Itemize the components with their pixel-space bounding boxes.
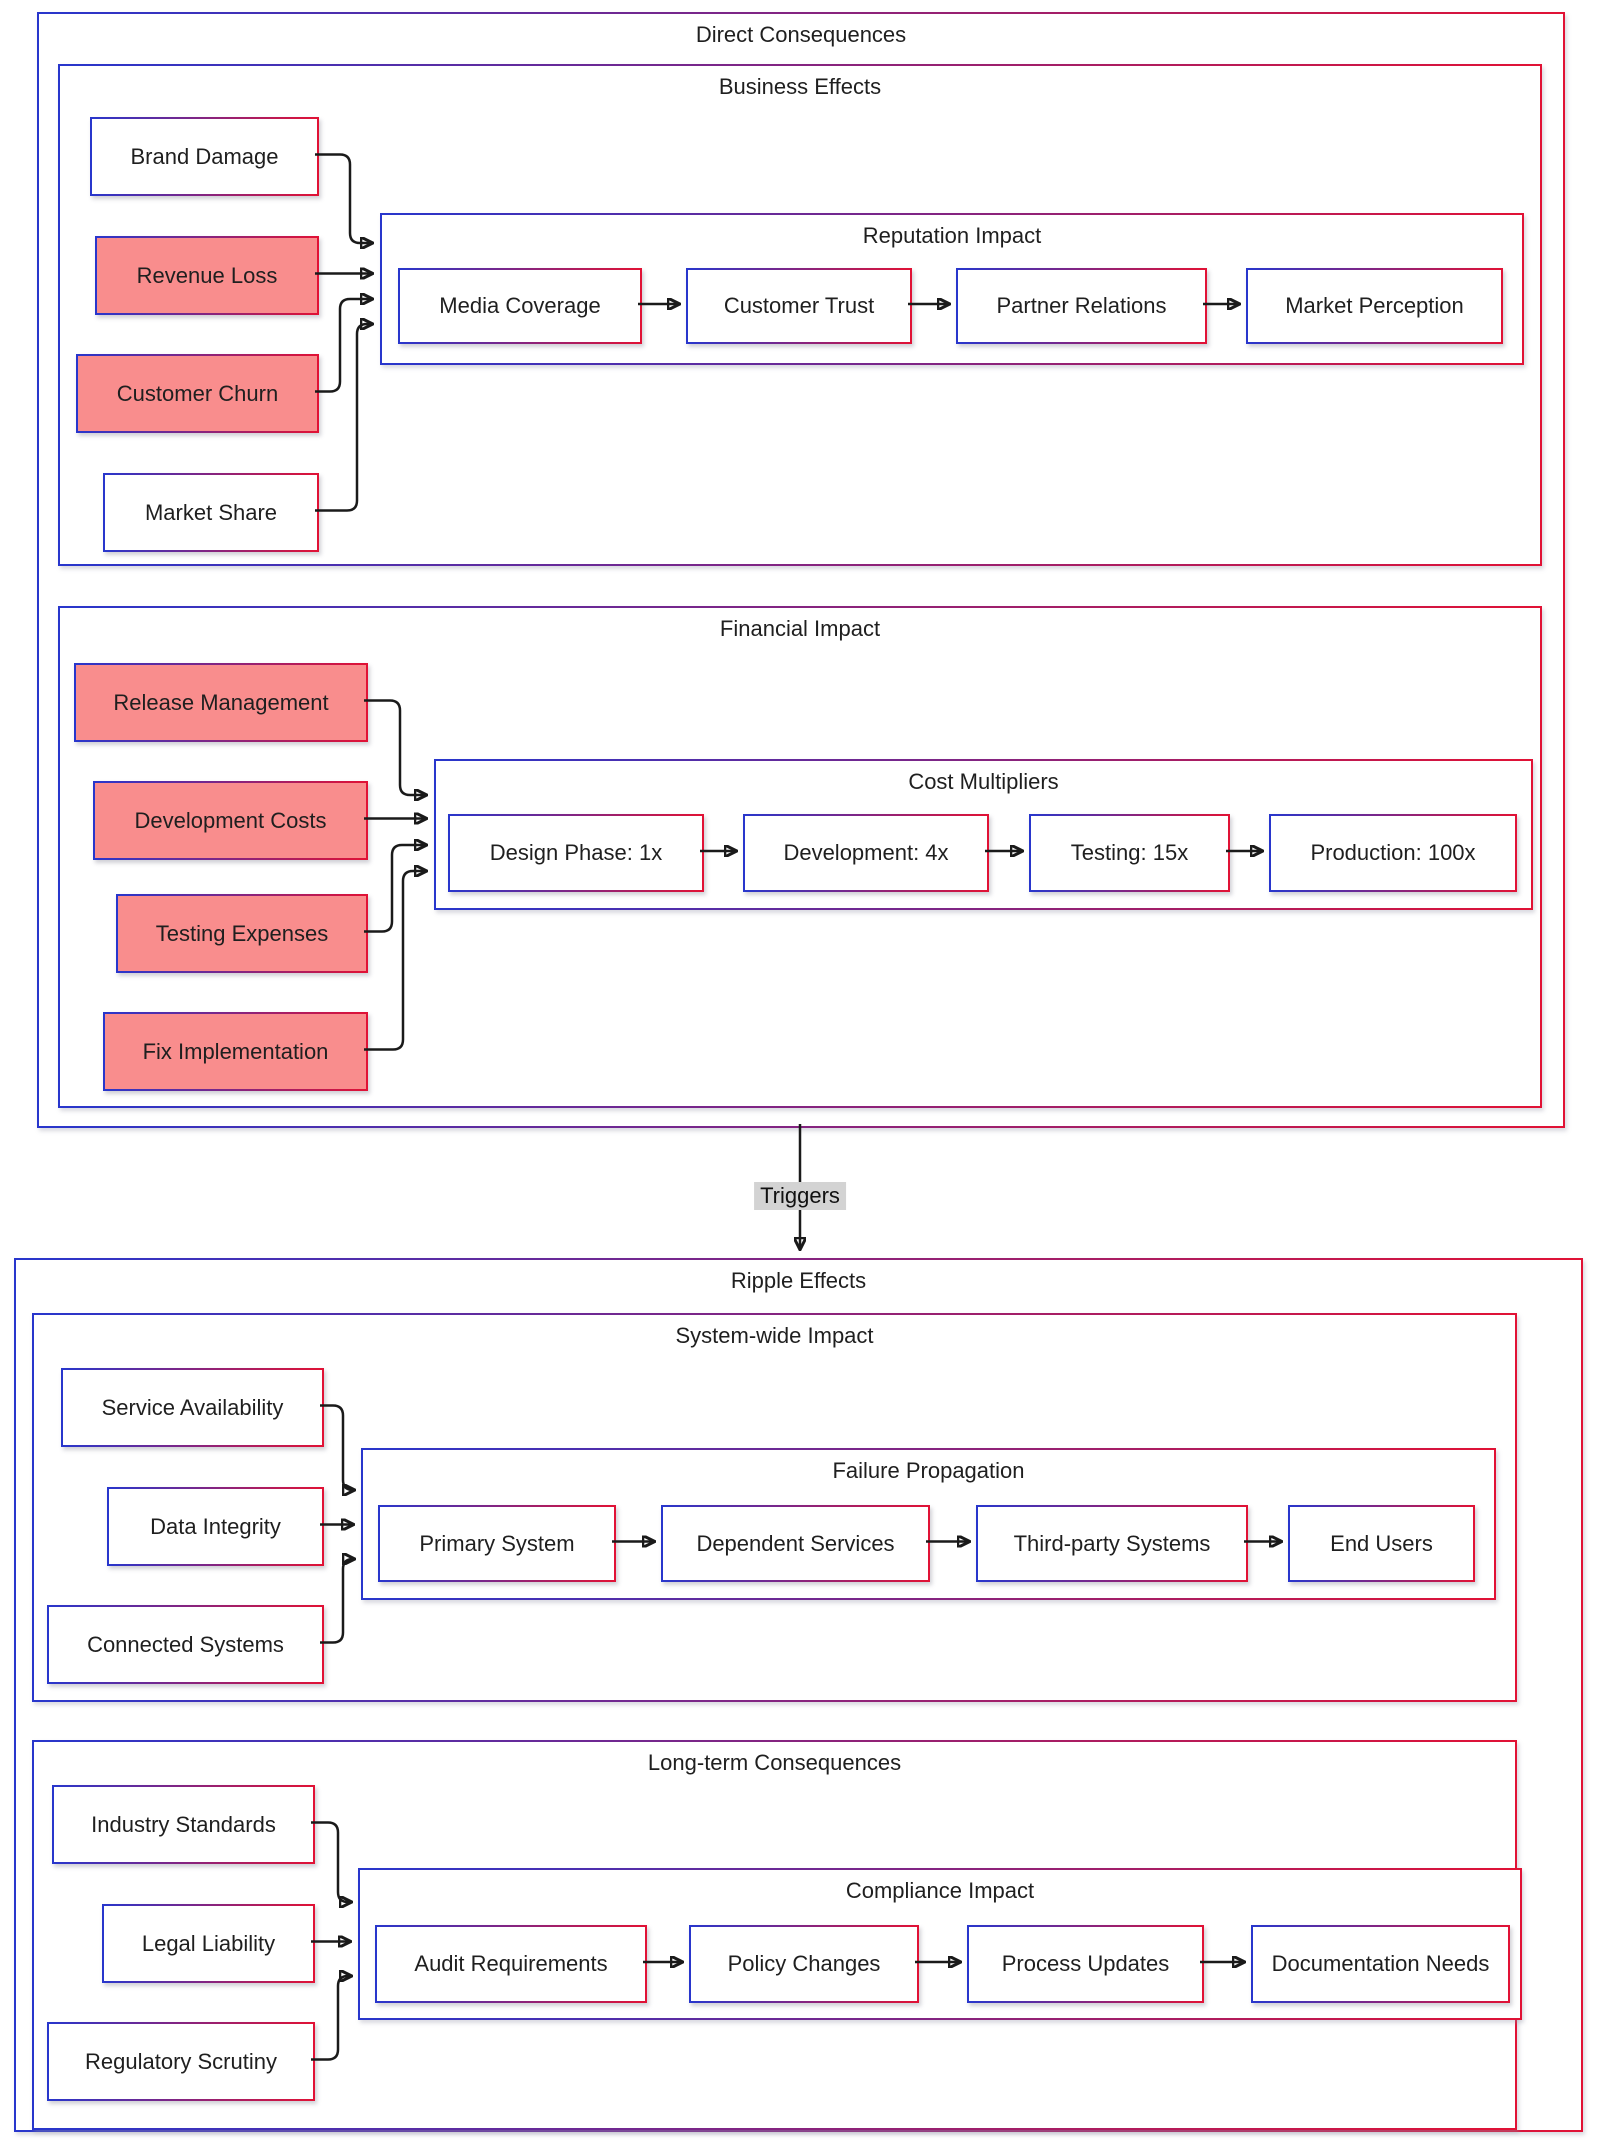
node-industry-standards: Industry Standards — [52, 1785, 315, 1864]
node-testing-expenses: Testing Expenses — [116, 894, 368, 973]
node-customer-trust: Customer Trust — [686, 268, 912, 344]
subgraph-title-financial-impact: Financial Impact — [719, 616, 881, 641]
node-service-availability: Service Availability — [61, 1368, 324, 1447]
node-label: Design Phase: 1x — [489, 840, 663, 865]
node-label: Media Coverage — [439, 293, 601, 318]
node-dependent-services: Dependent Services — [661, 1505, 930, 1582]
node-label: Revenue Loss — [136, 262, 278, 288]
node-label: Market Perception — [1285, 293, 1464, 318]
node-label: Customer Churn — [116, 380, 279, 406]
node-label: Release Management — [113, 689, 329, 715]
node-label: End Users — [1330, 1530, 1433, 1556]
node-label: Dependent Services — [696, 1530, 895, 1556]
node-policy-changes: Policy Changes — [689, 1925, 919, 2003]
node-label: Process Updates — [1001, 1951, 1170, 1976]
node-testing: Testing: 15x — [1029, 814, 1230, 892]
node-label: Data Integrity — [150, 1513, 281, 1539]
node-label: Primary System — [419, 1530, 575, 1556]
node-label: Industry Standards — [91, 1811, 276, 1837]
node-label: Regulatory Scrutiny — [85, 2048, 277, 2074]
group-title-ripple-effects: Ripple Effects — [730, 1268, 867, 1293]
node-label: Development: 4x — [783, 840, 949, 865]
node-label: Testing Expenses — [155, 920, 329, 946]
subgraph-title-compliance-impact: Compliance Impact — [845, 1878, 1035, 1903]
node-media-coverage: Media Coverage — [398, 268, 642, 344]
subgraph-title-system-wide-impact: System-wide Impact — [675, 1323, 874, 1348]
node-documentation-needs: Documentation Needs — [1251, 1925, 1510, 2003]
node-connected-systems: Connected Systems — [47, 1605, 324, 1684]
node-partner-relations: Partner Relations — [956, 268, 1207, 344]
node-development: Development: 4x — [743, 814, 989, 892]
node-regulatory-scrutiny: Regulatory Scrutiny — [47, 2022, 315, 2101]
node-data-integrity: Data Integrity — [107, 1487, 324, 1566]
node-label: Testing: 15x — [1070, 840, 1189, 865]
node-release-management: Release Management — [74, 663, 368, 742]
node-customer-churn: Customer Churn — [76, 354, 319, 433]
node-third-party-systems: Third-party Systems — [976, 1505, 1248, 1582]
node-label: Documentation Needs — [1271, 1951, 1490, 1976]
node-brand-damage: Brand Damage — [90, 117, 319, 196]
node-design-phase: Design Phase: 1x — [448, 814, 704, 892]
node-label: Third-party Systems — [1013, 1530, 1211, 1556]
node-label: Customer Trust — [723, 293, 875, 318]
subgraph-title-cost-multipliers: Cost Multipliers — [908, 769, 1059, 794]
node-development-costs: Development Costs — [93, 781, 368, 860]
node-primary-system: Primary System — [378, 1505, 616, 1582]
node-label: Fix Implementation — [142, 1038, 329, 1064]
node-label: Audit Requirements — [414, 1951, 608, 1976]
node-label: Partner Relations — [996, 293, 1167, 318]
node-market-perception: Market Perception — [1246, 268, 1503, 344]
subgraph-title-business-effects: Business Effects — [718, 74, 882, 99]
node-label: Development Costs — [134, 807, 327, 833]
node-audit-requirements: Audit Requirements — [375, 1925, 647, 2003]
node-revenue-loss: Revenue Loss — [95, 236, 319, 315]
subgraph-title-failure-propagation: Failure Propagation — [832, 1458, 1025, 1483]
subgraph-title-reputation-impact: Reputation Impact — [862, 223, 1042, 248]
node-label: Market Share — [144, 499, 278, 525]
node-label: Policy Changes — [727, 1951, 881, 1976]
node-label: Legal Liability — [141, 1930, 276, 1956]
node-legal-liability: Legal Liability — [102, 1904, 315, 1983]
node-end-users: End Users — [1288, 1505, 1475, 1582]
node-label: Service Availability — [101, 1394, 284, 1420]
group-title-direct-consequences: Direct Consequences — [695, 22, 907, 47]
edge-label-triggers: Triggers — [754, 1182, 846, 1210]
node-process-updates: Process Updates — [967, 1925, 1204, 2003]
node-fix-implementation: Fix Implementation — [103, 1012, 368, 1091]
node-label: Connected Systems — [87, 1631, 284, 1657]
node-label: Brand Damage — [130, 143, 279, 169]
node-market-share: Market Share — [103, 473, 319, 552]
node-production: Production: 100x — [1269, 814, 1517, 892]
subgraph-title-long-term-consequences: Long-term Consequences — [647, 1750, 902, 1775]
node-label: Production: 100x — [1310, 840, 1476, 865]
